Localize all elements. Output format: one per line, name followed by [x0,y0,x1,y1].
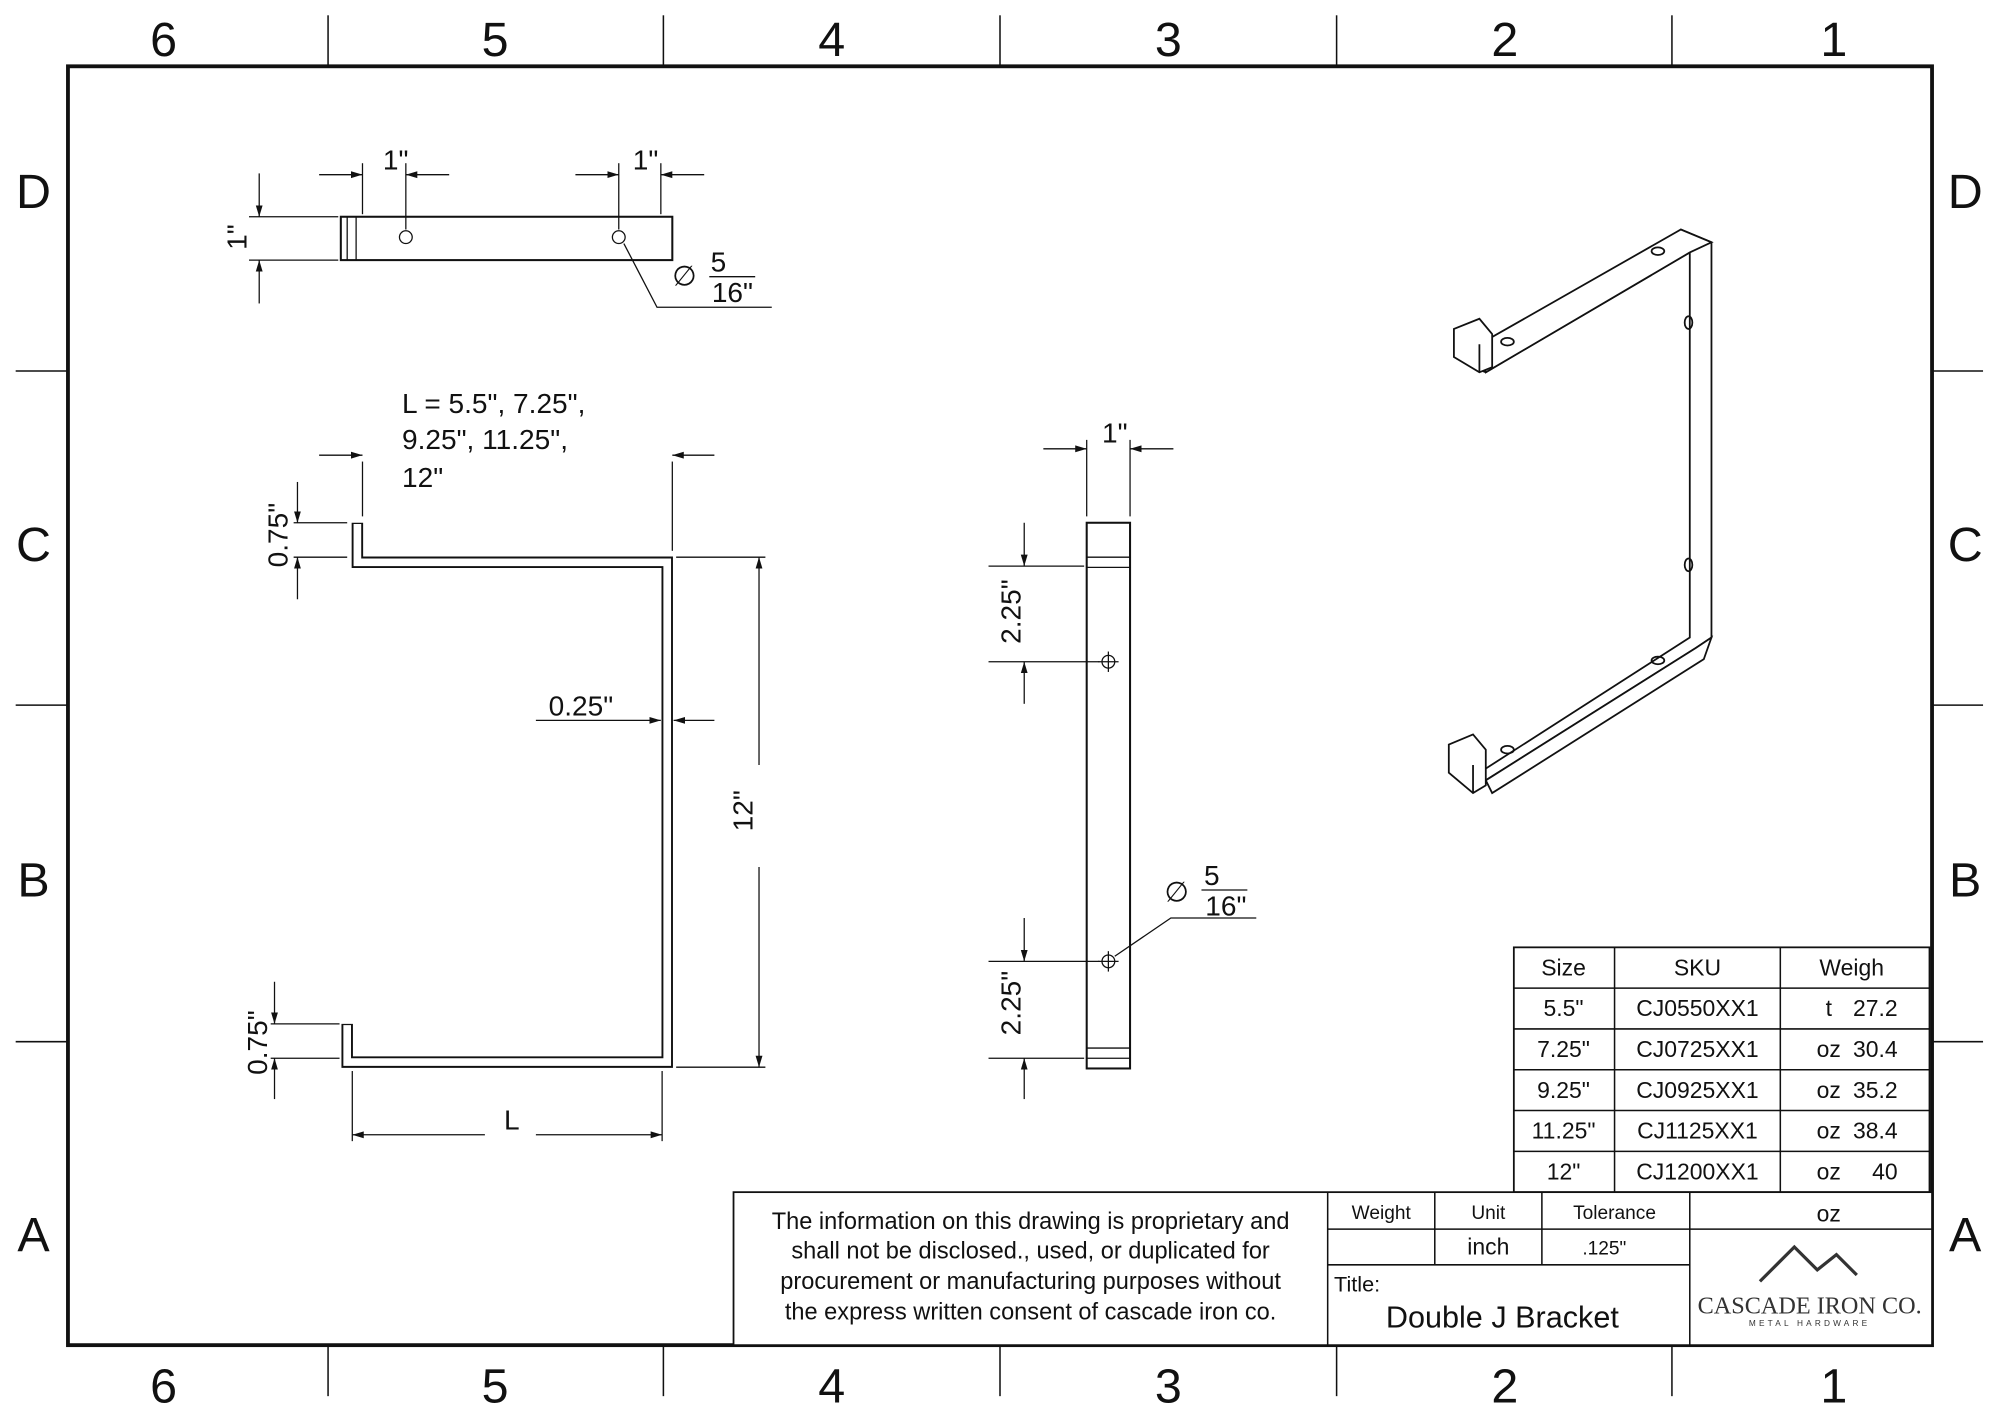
zone-col-3: 3 [1155,1360,1182,1414]
dim-height: 12" [728,790,759,831]
weight-cell: 27.2 [1853,995,1898,1021]
sku-cell: CJ1125XX1 [1637,1118,1758,1144]
unit-cell: oz [1817,1036,1841,1062]
zone-labels-right: D C B A [1948,165,1983,1262]
dim-thickness: 0.25" [549,690,614,721]
dim-width: 1" [1102,417,1128,448]
zone-col-4: 4 [818,1360,845,1414]
unit-cell: oz [1817,1158,1841,1184]
sku-cell: CJ0725XX1 [1636,1036,1758,1062]
hole-dia-num: 5 [711,247,727,278]
dim-right-hole: 1" [633,145,659,176]
tolerance-value: .125" [1582,1239,1626,1260]
zone-row-c: C [16,518,51,572]
unit-cell: oz [1817,1118,1841,1144]
zone-labels-left: D C B A [16,165,51,1262]
zone-col-1: 1 [1820,1360,1847,1414]
sku-cell: CJ0550XX1 [1636,995,1758,1021]
table-row: 11.25" CJ1125XX1 oz 38.4 [1532,1118,1898,1144]
zone-col-3: 3 [1155,13,1182,67]
hole-dia-den: 16" [712,277,753,308]
zone-row-b: B [1949,853,1981,907]
dim-length: L [504,1105,520,1136]
dim-width: 1" [221,224,252,250]
table-row: 7.25" CJ0725XX1 oz 30.4 [1537,1036,1898,1062]
size-table: Size SKU Weigh 5.5" CJ0550XX1 t 27.2 7.2… [1512,946,1931,1194]
hole-icon [611,230,626,245]
table-header-weight: Weigh [1819,954,1884,980]
weight-cell: 40 [1872,1158,1898,1184]
side-view: 1" 2.25" 2.25" ∅ 5 16" [988,417,1257,1100]
front-view: L = 5.5", 7.25", 9.25", 11.25", 12" 0.75… [242,388,766,1142]
hole-dia-den: 16" [1205,890,1246,921]
zone-col-6: 6 [150,13,177,67]
zone-row-c: C [1948,518,1983,572]
size-cell: 5.5" [1544,995,1584,1021]
weight-cell: 30.4 [1853,1036,1898,1062]
drawing-title: Double J Bracket [1386,1300,1619,1334]
zone-dividers [15,15,1984,1397]
unit-value: inch [1467,1234,1509,1260]
tolerance-label: Tolerance [1573,1203,1656,1224]
size-cell: 12" [1547,1158,1581,1184]
size-cell: 7.25" [1537,1036,1590,1062]
sku-cell: CJ1200XX1 [1636,1158,1758,1184]
zone-row-a: A [1949,1208,1982,1262]
table-header-size: Size [1541,954,1586,980]
diameter-symbol: ∅ [672,261,696,292]
dim-top-tab: 0.75" [262,503,293,568]
weight-cell: 35.2 [1853,1077,1898,1103]
zone-labels-top: 6 5 4 3 2 1 [150,13,1847,67]
mountain-logo-icon [1758,1244,1858,1283]
size-cell: 9.25" [1537,1077,1590,1103]
zone-row-d: D [1948,165,1983,219]
title-block: The information on this drawing is propr… [732,1191,1933,1347]
zone-col-6: 6 [150,1360,177,1414]
top-view: 1" 1" 1" ∅ 5 16" [221,145,772,308]
zone-col-1: 1 [1820,13,1847,67]
dim-bottom-hole: 2.25" [995,971,1026,1036]
table-row: 12" CJ1200XX1 oz 40 [1547,1158,1898,1184]
disclaimer-line-4: the express written consent of cascade i… [785,1299,1276,1325]
zone-col-2: 2 [1491,1360,1518,1414]
weight-label: Weight [1352,1203,1412,1224]
dim-left-hole: 1" [383,145,409,176]
table-row: 9.25" CJ0925XX1 oz 35.2 [1537,1077,1897,1103]
company-name: CASCADE IRON CO. [1698,1292,1922,1319]
zone-labels-bottom: 6 5 4 3 2 1 [150,1360,1847,1414]
company-logo: CASCADE IRON CO. METAL HARDWARE [1698,1244,1922,1328]
zone-row-d: D [16,165,51,219]
length-note-line-2: 9.25", 11.25", [402,424,568,455]
hole-icon [1098,651,1119,672]
size-cell: 11.25" [1532,1118,1596,1144]
isometric-view [1447,228,1714,795]
hole-dia-num: 5 [1204,860,1220,891]
zone-col-2: 2 [1491,13,1518,67]
length-note-line-1: L = 5.5", 7.25", [402,388,585,419]
disclaimer-line-2: shall not be disclosed., used, or duplic… [791,1237,1270,1263]
unit-cell: t [1826,995,1833,1021]
hole-icon [398,230,413,245]
table-header-sku: SKU [1674,954,1721,980]
weight-cell: 38.4 [1853,1118,1898,1144]
disclaimer-line-3: procurement or manufacturing purposes wi… [780,1268,1281,1294]
sku-cell: CJ0925XX1 [1636,1077,1758,1103]
dim-bottom-tab: 0.75" [242,1010,273,1075]
dim-top-hole: 2.25" [995,579,1026,644]
zone-col-4: 4 [818,13,845,67]
company-tagline: METAL HARDWARE [1749,1319,1870,1328]
title-label: Title: [1334,1272,1380,1297]
diameter-symbol: ∅ [1164,876,1188,907]
disclaimer-line-1: The information on this drawing is propr… [772,1208,1290,1234]
zone-col-5: 5 [482,1360,509,1414]
unit-cell: oz [1817,1077,1841,1103]
weight-unit: oz [1817,1200,1841,1226]
zone-row-a: A [17,1208,50,1262]
zone-col-5: 5 [482,13,509,67]
table-row: 5.5" CJ0550XX1 t 27.2 [1544,995,1898,1021]
zone-row-b: B [17,853,49,907]
length-note-line-3: 12" [402,462,443,493]
hole-icon [1098,951,1119,972]
unit-label: Unit [1471,1203,1506,1224]
